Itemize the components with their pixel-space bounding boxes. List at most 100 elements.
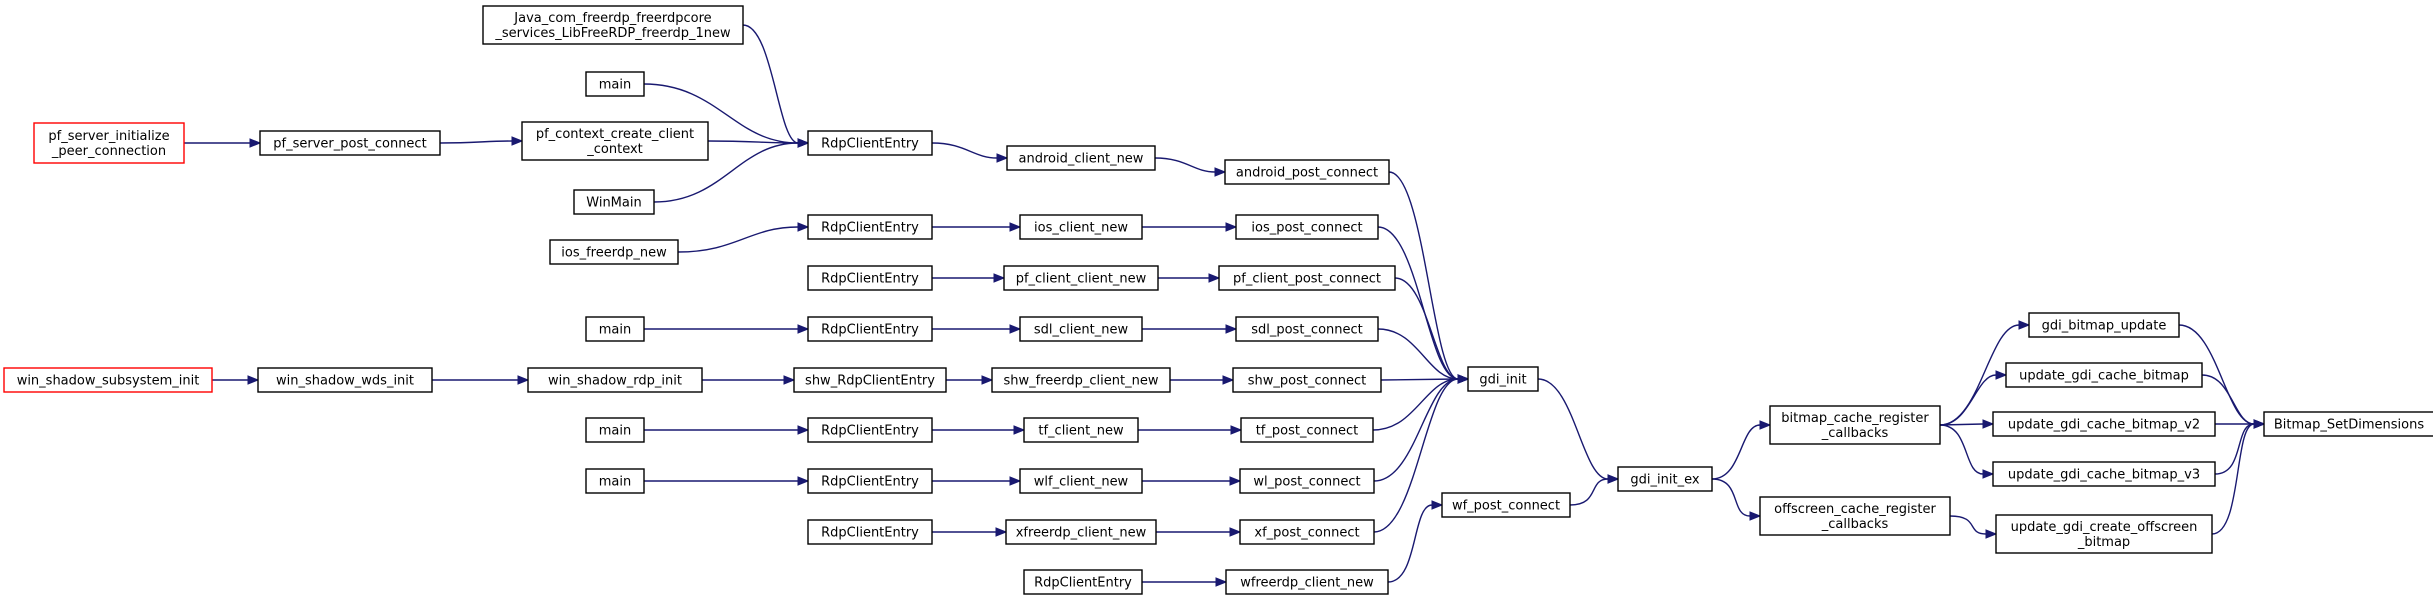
node-box — [1235, 214, 1379, 240]
node-shw-RdpClientEntry[interactable]: shw_RdpClientEntry — [793, 367, 947, 393]
node-label: main — [599, 78, 631, 93]
edge-gdi-init-ex-to-bitmap-cache-register-callbacks — [1711, 420, 1772, 480]
node-bitmap-cache-register-callbacks[interactable]: bitmap_cache_register_callbacks — [1769, 405, 1941, 445]
node-label: update_gdi_cache_bitmap_v2 — [2008, 418, 2200, 433]
node-win-shadow-rdp-init[interactable]: win_shadow_rdp_init — [527, 367, 703, 393]
node-update-gdi-cache-bitmap-v3[interactable]: update_gdi_cache_bitmap_v3 — [1992, 461, 2216, 487]
node-box — [1992, 461, 2216, 487]
node-main-tf[interactable]: main — [585, 417, 645, 443]
node-gdi-init[interactable]: gdi_init — [1467, 366, 1539, 392]
node-update-gdi-cache-bitmap-v2[interactable]: update_gdi_cache_bitmap_v2 — [1992, 411, 2216, 437]
node-pf-client-post-connect[interactable]: pf_client_post_connect — [1218, 265, 1396, 291]
node-update-gdi-create-offscreen-bitmap[interactable]: update_gdi_create_offscreen_bitmap — [1995, 514, 2213, 554]
node-pf-client-client-new[interactable]: pf_client_client_new — [1003, 265, 1159, 291]
edge-xfreerdp-client-new-to-xf-post-connect — [1156, 527, 1242, 537]
node-pf-server-initialize-peer-connection[interactable]: pf_server_initialize_peer_connection — [33, 122, 185, 164]
edge-bitmap-cache-register-callbacks-to-update-gdi-cache-bitmap-v2 — [1939, 419, 1995, 429]
edge-line — [2211, 423, 2255, 535]
node-RdpClientEntry-wf[interactable]: RdpClientEntry — [1023, 569, 1143, 595]
node-main-android[interactable]: main — [585, 71, 645, 97]
node-win-shadow-wds-init[interactable]: win_shadow_wds_init — [257, 367, 433, 393]
node-RdpClientEntry-android[interactable]: RdpClientEntry — [807, 130, 933, 156]
node-label: main — [599, 424, 631, 439]
node-wf-post-connect[interactable]: wf_post_connect — [1441, 492, 1571, 518]
edge-arrowhead — [981, 375, 994, 385]
edge-update-gdi-cache-bitmap-v3-to-root — [2214, 419, 2266, 475]
node-wfreerdp-client-new[interactable]: wfreerdp_client_new — [1225, 569, 1389, 595]
node-tf-client-new[interactable]: tf_client_new — [1023, 417, 1139, 443]
node-label: sdl_post_connect — [1251, 323, 1363, 338]
node-box — [807, 130, 933, 156]
node-box — [1995, 514, 2213, 554]
edge-line — [1373, 378, 1459, 482]
node-RdpClientEntry-ios[interactable]: RdpClientEntry — [807, 214, 933, 240]
node-android-post-connect[interactable]: android_post_connect — [1224, 159, 1390, 185]
edge-arrowhead — [1009, 222, 1022, 232]
edge-line — [1569, 478, 1609, 506]
edge-arrowhead — [797, 425, 810, 435]
node-root[interactable]: Bitmap_SetDimensions — [2263, 411, 2433, 437]
edge-arrowhead — [993, 273, 1006, 283]
node-RdpClientEntry-xf[interactable]: RdpClientEntry — [807, 519, 933, 545]
node-box — [585, 316, 645, 342]
edge-update-gdi-create-offscreen-bitmap-to-root — [2211, 419, 2266, 535]
node-label: pf_client_client_new — [1016, 272, 1147, 287]
node-box — [1617, 466, 1713, 492]
node-tf-post-connect[interactable]: tf_post_connect — [1240, 417, 1374, 443]
node-update-gdi-cache-bitmap[interactable]: update_gdi_cache_bitmap — [2005, 362, 2203, 388]
edge-arrowhead — [1229, 527, 1242, 537]
node-wlf-client-new[interactable]: wlf_client_new — [1019, 468, 1143, 494]
node-ios-post-connect[interactable]: ios_post_connect — [1235, 214, 1379, 240]
edge-RdpClientEntry-xf-to-xfreerdp-client-new — [932, 527, 1008, 537]
edge-line — [1372, 378, 1459, 431]
node-pf-server-post-connect[interactable]: pf_server_post_connect — [259, 130, 441, 156]
node-pf-context-create-client-context[interactable]: pf_context_create_client_context — [521, 121, 709, 161]
node-box — [1218, 265, 1396, 291]
edge-line — [931, 142, 998, 159]
node-shw-freerdp-client-new[interactable]: shw_freerdp_client_new — [991, 367, 1171, 393]
node-RdpClientEntry-sdl[interactable]: RdpClientEntry — [807, 316, 933, 342]
edge-line — [1373, 378, 1459, 533]
node-wl-post-connect[interactable]: wl_post_connect — [1239, 468, 1375, 494]
edge-line — [742, 24, 799, 144]
node-sdl-client-new[interactable]: sdl_client_new — [1019, 316, 1143, 342]
node-WinMain[interactable]: WinMain — [573, 189, 655, 215]
node-gdi-init-ex[interactable]: gdi_init_ex — [1617, 466, 1713, 492]
edge-ios-client-new-to-ios-post-connect — [1142, 222, 1238, 232]
node-xf-post-connect[interactable]: xf_post_connect — [1239, 519, 1375, 545]
node-RdpClientEntry-pf[interactable]: RdpClientEntry — [807, 265, 933, 291]
node-main-sdl[interactable]: main — [585, 316, 645, 342]
node-shw-post-connect[interactable]: shw_post_connect — [1232, 367, 1382, 393]
node-RdpClientEntry-wlf[interactable]: RdpClientEntry — [807, 468, 933, 494]
node-win-shadow-subsystem-init[interactable]: win_shadow_subsystem_init — [3, 367, 213, 393]
node-ios-freerdp-new[interactable]: ios_freerdp_new — [549, 239, 679, 265]
node-label: wl_post_connect — [1253, 475, 1360, 490]
edge-arrowhead — [1215, 577, 1228, 587]
node-box — [1224, 159, 1390, 185]
node-main-wlf[interactable]: main — [585, 468, 645, 494]
node-ios-client-new[interactable]: ios_client_new — [1019, 214, 1143, 240]
node-android-client-new[interactable]: android_client_new — [1006, 145, 1156, 171]
edge-arrowhead — [797, 222, 810, 232]
node-box — [1992, 411, 2216, 437]
node-offscreen-cache-register-callbacks[interactable]: offscreen_cache_register_callbacks — [1759, 496, 1951, 536]
edge-arrowhead — [1208, 273, 1221, 283]
node-sdl-post-connect[interactable]: sdl_post_connect — [1235, 316, 1379, 342]
node-box — [585, 417, 645, 443]
node-box — [1240, 417, 1374, 443]
node-RdpClientEntry-tf[interactable]: RdpClientEntry — [807, 417, 933, 443]
node-gdi-bitmap-update[interactable]: gdi_bitmap_update — [2028, 312, 2180, 338]
node-label: win_shadow_wds_init — [276, 374, 414, 389]
node-box — [549, 239, 679, 265]
edge-arrowhead — [783, 375, 796, 385]
node-Java-freerdp-new[interactable]: Java_com_freerdp_freerdpcore_services_Li… — [482, 5, 744, 45]
edge-RdpClientEntry-pf-to-pf-client-client-new — [932, 273, 1006, 283]
node-box — [1467, 366, 1539, 392]
edge-arrowhead — [1009, 324, 1022, 334]
edges-layer — [184, 24, 2266, 587]
edge-RdpClientEntry-ios-to-ios-client-new — [932, 222, 1022, 232]
node-xfreerdp-client-new[interactable]: xfreerdp_client_new — [1005, 519, 1157, 545]
node-box — [1769, 405, 1941, 445]
edge-android-client-new-to-android-post-connect — [1154, 157, 1227, 177]
edge-line — [439, 140, 513, 144]
